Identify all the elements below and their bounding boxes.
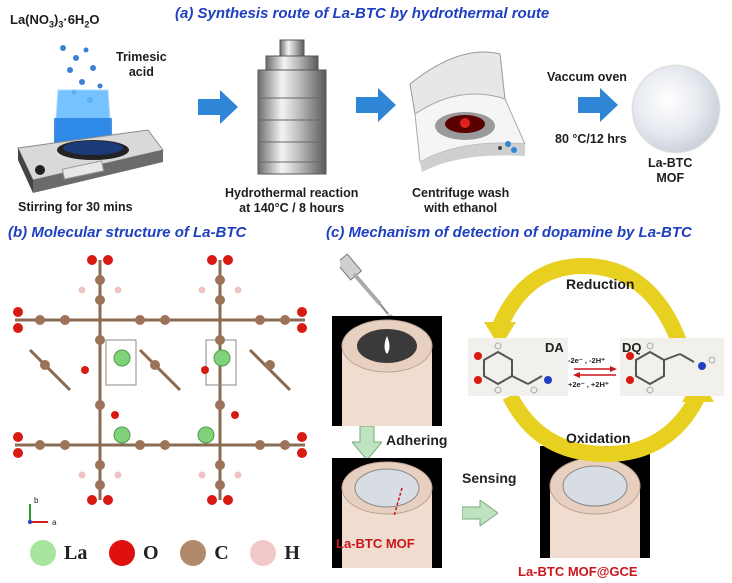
backward-reaction-label: +2e⁻ , +2H⁺ xyxy=(568,380,609,389)
adhering-label: Adhering xyxy=(386,432,448,448)
centrifuge-label: Centrifuge wash with ethanol xyxy=(412,186,510,215)
molecular-structure-illustration xyxy=(13,255,307,505)
trimesic-acid-label: Trimesic acid xyxy=(116,50,167,79)
dopamine-molecule xyxy=(468,338,568,396)
sensing-arrow xyxy=(462,500,498,526)
legend-item-c: C xyxy=(180,540,229,566)
panel-c-title: (c) Mechanism of detection of dopamine b… xyxy=(326,224,692,241)
legend-item-h: H xyxy=(250,540,300,566)
process-arrow xyxy=(198,90,238,124)
reduction-label: Reduction xyxy=(566,276,635,292)
centrifuge-illustration xyxy=(409,51,526,172)
process-arrow xyxy=(578,88,618,122)
reagent-formula: La(NO3)3·6H2O xyxy=(10,12,100,30)
sensing-label: Sensing xyxy=(462,470,517,486)
dopaminequinone-molecule xyxy=(620,338,724,396)
panel-a-title: (a) Synthesis route of La-BTC by hydroth… xyxy=(175,5,550,22)
mof-powder-image xyxy=(633,66,719,152)
da-label: DA xyxy=(545,340,564,355)
axis-b-label: b xyxy=(34,496,39,505)
mof-label: La-BTC MOF xyxy=(336,536,415,551)
dq-label: DQ xyxy=(622,340,642,355)
panel-b-title: (b) Molecular structure of La-BTC xyxy=(8,224,247,241)
legend-item-o: O xyxy=(109,540,159,566)
forward-reaction-label: -2e⁻ , -2H⁺ xyxy=(568,356,606,365)
stirring-label: Stirring for 30 mins xyxy=(18,200,133,214)
modified-electrode-illustration xyxy=(332,458,442,568)
autoclave-illustration xyxy=(257,39,327,175)
bare-electrode-illustration xyxy=(332,316,442,426)
gce-electrode-illustration xyxy=(540,446,650,558)
oven-temperature-label: 80 °C/12 hrs xyxy=(555,132,627,146)
vaccum-oven-label: Vaccum oven xyxy=(547,70,627,84)
adhering-arrow xyxy=(352,426,382,460)
product-label: La-BTC MOF xyxy=(648,156,693,185)
electrode-label: La-BTC MOF@GCE xyxy=(518,564,638,579)
axis-indicator xyxy=(28,504,48,524)
oxidation-label: Oxidation xyxy=(566,430,631,446)
hydrothermal-label: Hydrothermal reaction at 140°C / 8 hours xyxy=(225,186,359,215)
equilibrium-arrows xyxy=(573,366,617,378)
pipette-illustration xyxy=(340,253,394,322)
legend-item-la: La xyxy=(30,540,87,566)
atom-legend: La O C H xyxy=(30,540,300,566)
axis-a-label: a xyxy=(52,518,57,527)
magnetic-stirrer-illustration xyxy=(17,45,164,193)
process-arrow xyxy=(356,88,396,122)
